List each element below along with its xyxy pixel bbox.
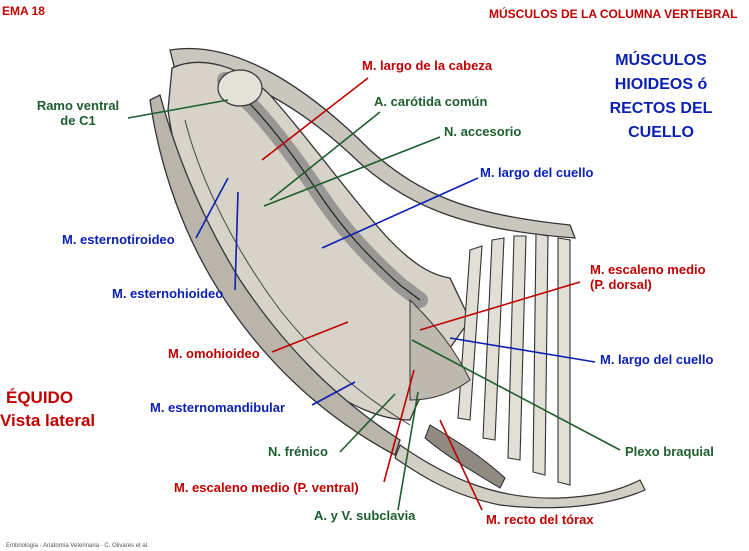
title-line-3: RECTOS DEL: [609, 100, 713, 117]
leader-recto-torax: [439, 419, 483, 511]
header-right-title: MÚSCULOS DE LA COLUMNA VERTEBRAL: [489, 7, 738, 21]
leader-plexo: [411, 339, 621, 451]
label-largo-cuello-top: M. largo del cuello: [480, 165, 594, 180]
sternum: [394, 444, 646, 509]
scalenus: [409, 298, 471, 401]
leader-frenico: [339, 393, 396, 453]
label-esternotiroideo: M. esternotiroideo: [62, 232, 175, 247]
leader-ramo-ventral: [127, 99, 229, 119]
label-largo-cabeza: M. largo de la cabeza: [362, 58, 493, 73]
leader-largo-cuello-right: [449, 337, 596, 363]
atlas-region: [217, 69, 263, 107]
label-escaleno-dorsal-line1: M. escaleno medio: [590, 262, 706, 277]
label-omohioideo: M. omohioideo: [168, 346, 260, 361]
leader-carotida: [269, 111, 381, 201]
label-ramo-ventral-line2: de C1: [60, 113, 96, 128]
leader-omohioideo: [271, 321, 349, 353]
label-ramo-ventral: Ramo ventral de C1: [32, 98, 124, 128]
ribs: [457, 233, 571, 486]
title-block: MÚSCULOS HIOIDEOS ó RECTOS DEL CUELLO: [586, 49, 736, 145]
label-escaleno-ventral: M. escaleno medio (P. ventral): [174, 480, 359, 495]
header-left: EMA 18: [2, 4, 45, 18]
leader-largo-cabeza: [261, 77, 369, 161]
leader-escaleno-dorsal: [419, 281, 581, 331]
label-ramo-ventral-line1: Ramo ventral: [36, 98, 120, 113]
strap-muscle-inner: [184, 119, 411, 426]
title-line-4: CUELLO: [628, 124, 694, 141]
label-escaleno-dorsal-line2: (P. dorsal): [590, 277, 652, 292]
species-name: ÉQUIDO: [6, 388, 74, 407]
rectus-thoracis: [424, 424, 506, 489]
leader-accesorio: [263, 136, 441, 207]
leader-esternomandibular: [311, 381, 356, 406]
title-line-1: MÚSCULOS: [615, 52, 707, 69]
label-subclavia: A. y V. subclavia: [314, 508, 416, 523]
label-plexo-braquial: Plexo braquial: [625, 444, 714, 459]
leader-esternohioideo: [234, 191, 239, 291]
leader-esternotiroideo: [195, 177, 229, 239]
leader-subclavia: [397, 391, 419, 511]
label-carotida: A. carótida común: [374, 94, 488, 109]
label-escaleno-dorsal: M. escaleno medio (P. dorsal): [590, 262, 706, 292]
footer-credit: Embriología - Anatomía Veterinaria - C. …: [6, 543, 149, 549]
label-largo-cuello-right: M. largo del cuello: [600, 352, 714, 367]
species-view: Vista lateral: [0, 411, 96, 430]
label-esternomandibular: M. esternomandibular: [150, 400, 286, 415]
strap-muscles: [149, 94, 401, 456]
label-recto-torax: M. recto del tórax: [486, 512, 594, 527]
label-esternohioideo: M. esternohioideo: [112, 286, 224, 301]
title-line-2: HIOIDEOS ó: [614, 76, 708, 93]
leader-largo-cuello-top: [321, 177, 479, 249]
label-accesorio: N. accesorio: [444, 124, 522, 139]
label-frenico: N. frénico: [268, 444, 328, 459]
vertebral-outline: [224, 79, 421, 301]
leader-escaleno-ventral: [383, 369, 415, 483]
